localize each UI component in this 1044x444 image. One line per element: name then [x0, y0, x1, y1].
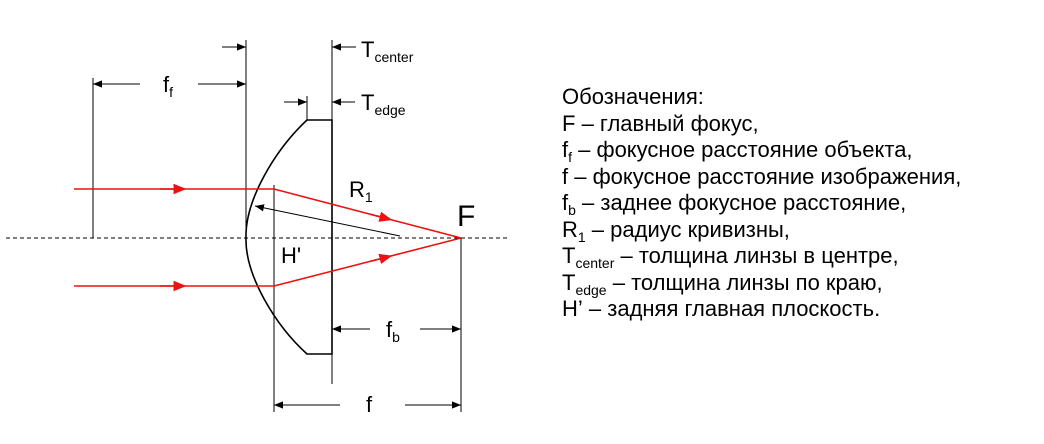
lens-diagram: Tcenter Tedge ff R1 F H' fb f	[6, 37, 508, 417]
legend-item: Tcenter – толщина линзы в центре,	[562, 243, 899, 271]
t-center-label: Tcenter	[361, 37, 414, 65]
legend: Обозначения: F – главный фокус, ff – фок…	[562, 84, 961, 323]
ff-label: ff	[163, 72, 173, 100]
t-edge-label: Tedge	[361, 90, 406, 118]
legend-item: F – главный фокус,	[562, 110, 759, 136]
legend-item: Tedge – толщина линзы по краю,	[562, 269, 883, 298]
focus-label: F	[457, 200, 475, 233]
r1-label: R1	[349, 177, 373, 205]
lens	[245, 119, 333, 355]
legend-item: fb – заднее фокусное расстояние,	[562, 190, 907, 218]
ray-upper-refracted-arrowhead	[369, 211, 393, 222]
legend-item: f – фокусное расстояние изображения,	[562, 163, 962, 189]
legend-item: R1 – радиус кривизны,	[562, 216, 790, 245]
ray-lower-refracted	[273, 237, 462, 287]
legend-item: ff – фокусное расстояние объекта,	[562, 137, 913, 165]
legend-item: H’ – задняя главная плоскость.	[562, 296, 881, 321]
ray-upper-refracted	[273, 188, 462, 239]
fb-label: fb	[386, 317, 400, 345]
legend-title: Обозначения:	[562, 84, 704, 109]
radius-arrow	[254, 204, 401, 237]
ray-lower-refracted-arrowhead	[369, 253, 393, 264]
f-label: f	[366, 392, 373, 417]
h-prime-label: H'	[281, 243, 301, 268]
